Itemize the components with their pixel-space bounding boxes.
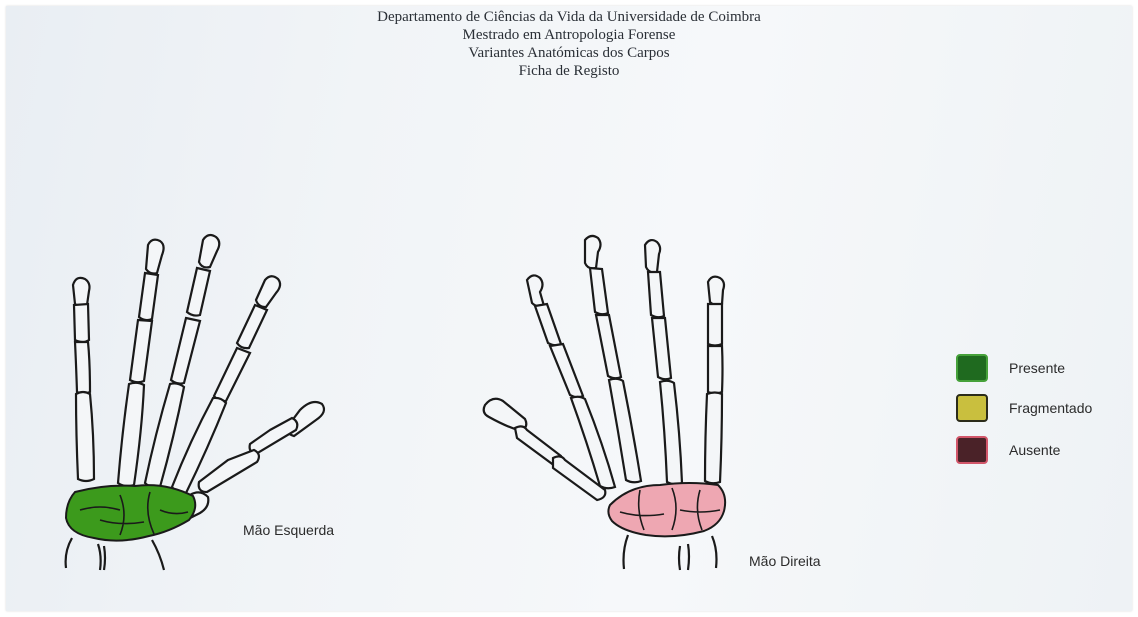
right-hand-carpals — [607, 482, 727, 538]
right-hand-forearm — [622, 534, 718, 571]
header-form-title: Ficha de Registo — [518, 63, 620, 79]
right-hand-fingers — [482, 234, 726, 502]
left-hand-label: Mão Esquerda — [243, 522, 335, 538]
header-department: Departamento de Ciências da Vida da Univ… — [377, 9, 761, 25]
legend-label-ausente: Ausente — [1009, 442, 1061, 458]
legend-swatch-presente — [956, 354, 988, 382]
left-hand-forearm — [64, 537, 166, 571]
legend-label-fragmentado: Fragmentado — [1009, 400, 1093, 416]
legend-item-ausente: Ausente — [953, 436, 1123, 468]
right-hand-label: Mão Direita — [749, 553, 821, 569]
legend-label-presente: Presente — [1009, 360, 1066, 376]
legend-item-fragmentado: Fragmentado — [953, 394, 1123, 426]
header-program: Mestrado em Antropologia Forense — [462, 27, 676, 43]
legend-swatch-ausente — [956, 436, 988, 464]
document-header: Departamento de Ciências da Vida da Univ… — [0, 8, 1138, 80]
left-hand-fingers — [71, 233, 326, 523]
legend-swatch-fragmentado — [956, 394, 988, 422]
header-subject: Variantes Anatómicas dos Carpos — [468, 45, 670, 61]
legend-item-presente: Presente — [953, 354, 1123, 386]
left-hand-carpals — [64, 484, 197, 542]
